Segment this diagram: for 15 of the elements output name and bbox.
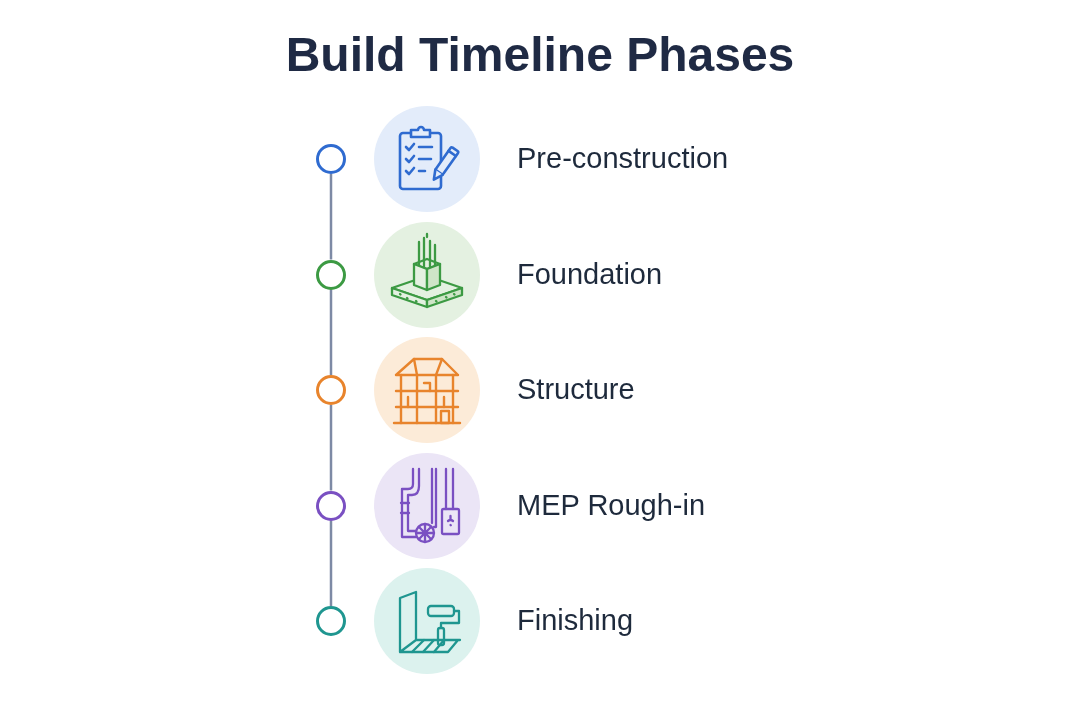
- timeline-marker: [316, 606, 346, 636]
- phase-label: MEP Rough-in: [517, 487, 706, 523]
- timeline-marker: [316, 375, 346, 405]
- timeline-line: [329, 405, 333, 491]
- timeline-line: [329, 520, 333, 606]
- diagram-title: Build Timeline Phases: [284, 27, 796, 83]
- timeline-marker: [316, 490, 346, 521]
- timeline-marker: [316, 144, 346, 174]
- phase-label: Pre-construction: [517, 141, 729, 176]
- timeline-line: [329, 289, 333, 375]
- phase-label: Finishing: [517, 603, 634, 638]
- timeline-line: [329, 174, 333, 260]
- phase-label: Foundation: [517, 256, 663, 292]
- timeline-marker: [316, 259, 346, 290]
- phase-label: Structure: [517, 372, 635, 407]
